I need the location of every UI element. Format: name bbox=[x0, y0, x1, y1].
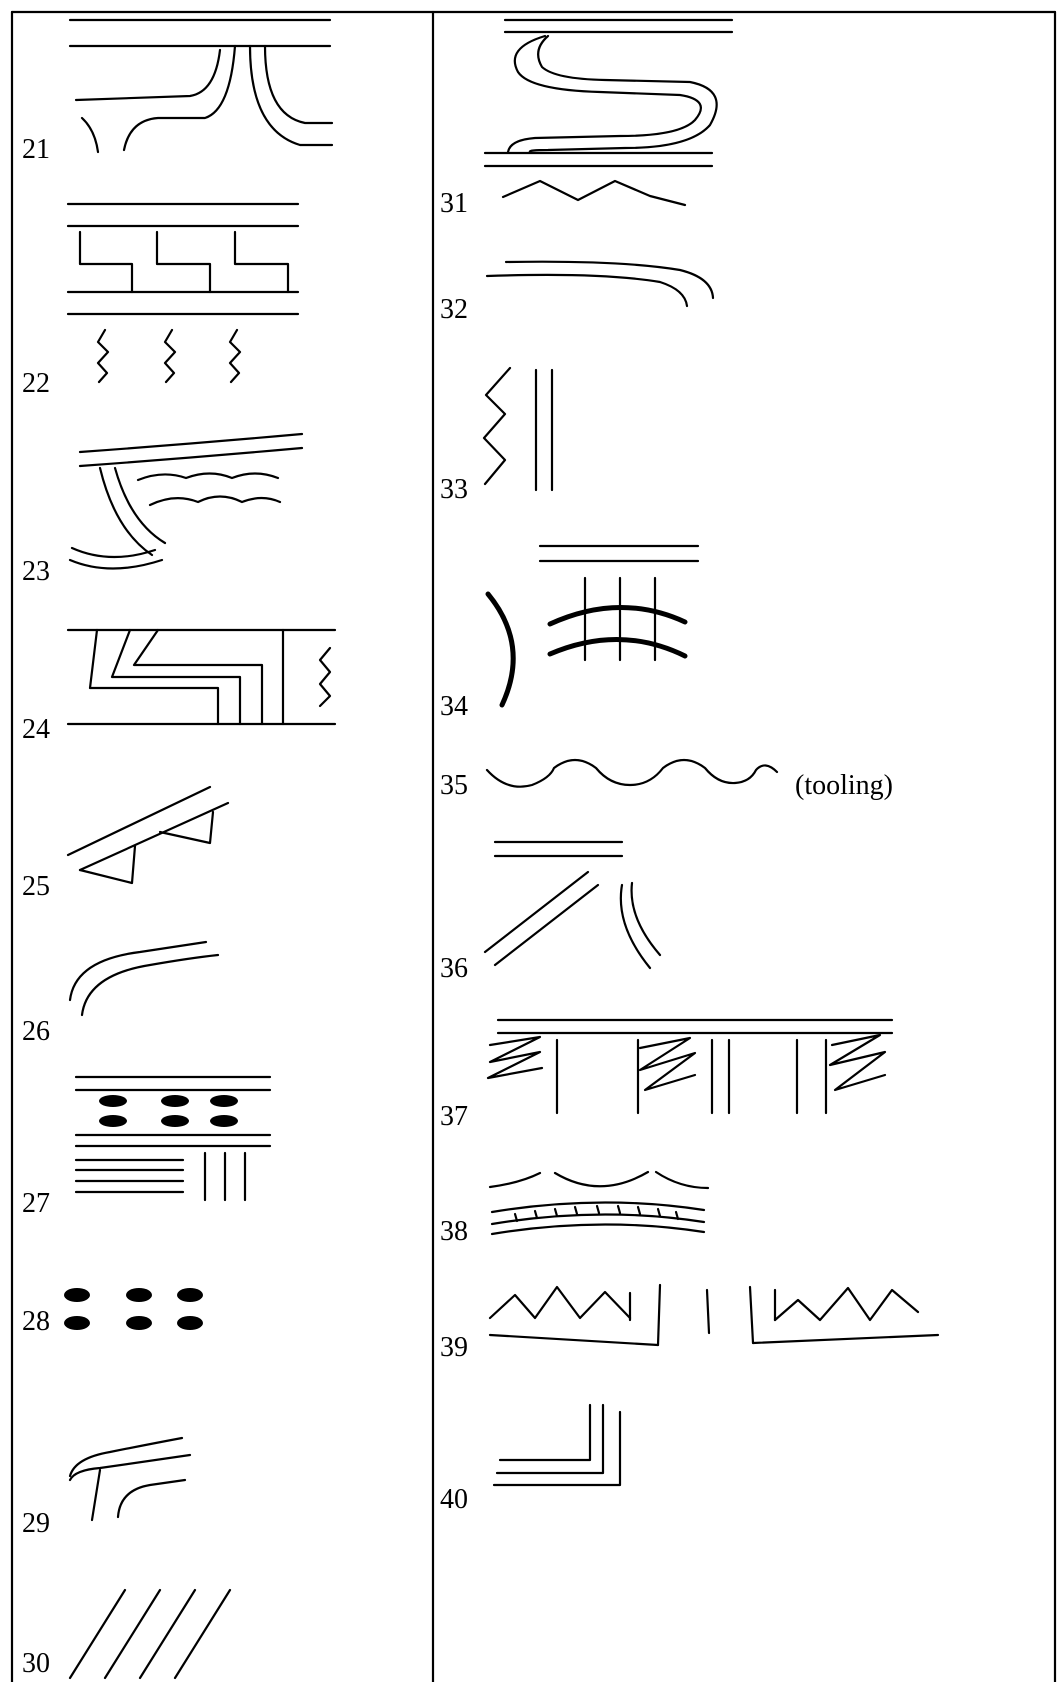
motif-28: 28 bbox=[22, 1288, 203, 1337]
motif-label-23: 23 bbox=[22, 556, 50, 587]
motif-label-28: 28 bbox=[22, 1306, 50, 1337]
motif-25: 25 bbox=[22, 785, 230, 902]
motif-label-34: 34 bbox=[440, 691, 468, 722]
motif-label-27: 27 bbox=[22, 1188, 50, 1219]
motif-40: 40 bbox=[440, 1403, 622, 1515]
motif-label-22: 22 bbox=[22, 368, 50, 399]
motif-label-33: 33 bbox=[440, 474, 468, 505]
motif-23: 23 bbox=[22, 432, 304, 587]
table-frame bbox=[10, 10, 1057, 1682]
motif-36: 36 bbox=[440, 840, 662, 984]
motif-32: 32 bbox=[440, 260, 715, 325]
motif-21: 21 bbox=[22, 18, 334, 165]
motif-34: 34 bbox=[440, 544, 700, 722]
motif-label-21: 21 bbox=[22, 134, 50, 165]
motif-label-40: 40 bbox=[440, 1484, 468, 1515]
motif-30: 30 bbox=[22, 1588, 232, 1680]
motif-label-37: 37 bbox=[440, 1101, 468, 1132]
motif-label-25: 25 bbox=[22, 871, 50, 902]
motif-label-38: 38 bbox=[440, 1216, 468, 1247]
motif-label-31: 31 bbox=[440, 188, 468, 219]
motif-24: 24 bbox=[22, 628, 337, 745]
motif-label-29: 29 bbox=[22, 1508, 50, 1539]
motif-22: 22 bbox=[22, 202, 300, 399]
motif-label-36: 36 bbox=[440, 953, 468, 984]
motif-26: 26 bbox=[22, 940, 220, 1047]
motif-37: 37 bbox=[440, 1018, 894, 1132]
tooling-annotation: (tooling) bbox=[795, 770, 893, 801]
motif-31: 31 bbox=[440, 18, 734, 219]
motif-35: 35 (tooling) bbox=[440, 758, 893, 801]
motif-29: 29 bbox=[22, 1436, 192, 1539]
motif-27: 27 bbox=[22, 1075, 272, 1219]
motif-label-30: 30 bbox=[22, 1648, 50, 1679]
motif-39: 39 bbox=[440, 1283, 940, 1363]
motif-label-26: 26 bbox=[22, 1016, 50, 1047]
motif-33: 33 bbox=[440, 366, 554, 505]
motif-label-35: 35 bbox=[440, 770, 468, 801]
motif-label-32: 32 bbox=[440, 294, 468, 325]
motif-38: 38 bbox=[440, 1170, 710, 1247]
motif-label-39: 39 bbox=[440, 1332, 468, 1363]
motif-label-24: 24 bbox=[22, 714, 50, 745]
